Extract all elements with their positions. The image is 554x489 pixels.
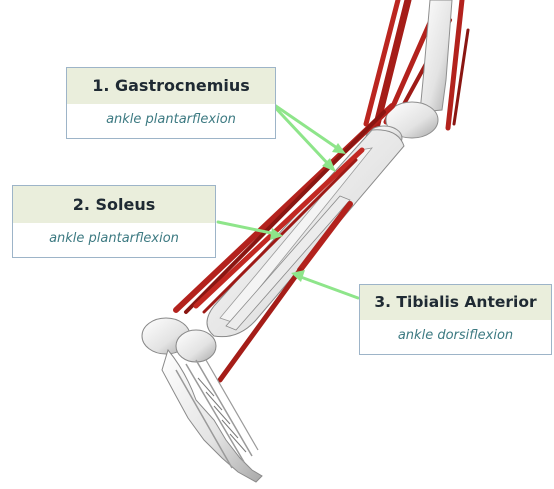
- label-soleus-title: 2. Soleus: [13, 186, 215, 224]
- label-tibialis-anterior: 3. Tibialis Anterior ankle dorsiflexion: [359, 284, 552, 355]
- label-soleus-action: ankle plantarflexion: [13, 224, 215, 250]
- heel-bone: [142, 318, 216, 362]
- label-gastrocnemius-title: 1. Gastrocnemius: [67, 68, 275, 105]
- label-tibialis-anterior-action: ankle dorsiflexion: [360, 321, 551, 347]
- femur-bone: [420, 0, 452, 112]
- foot-bones: [162, 350, 262, 482]
- label-soleus: 2. Soleus ankle plantarflexion: [12, 185, 216, 258]
- label-gastrocnemius-action: ankle plantarflexion: [67, 105, 275, 131]
- label-tibialis-anterior-title: 3. Tibialis Anterior: [360, 285, 551, 321]
- label-gastrocnemius: 1. Gastrocnemius ankle plantarflexion: [66, 67, 276, 139]
